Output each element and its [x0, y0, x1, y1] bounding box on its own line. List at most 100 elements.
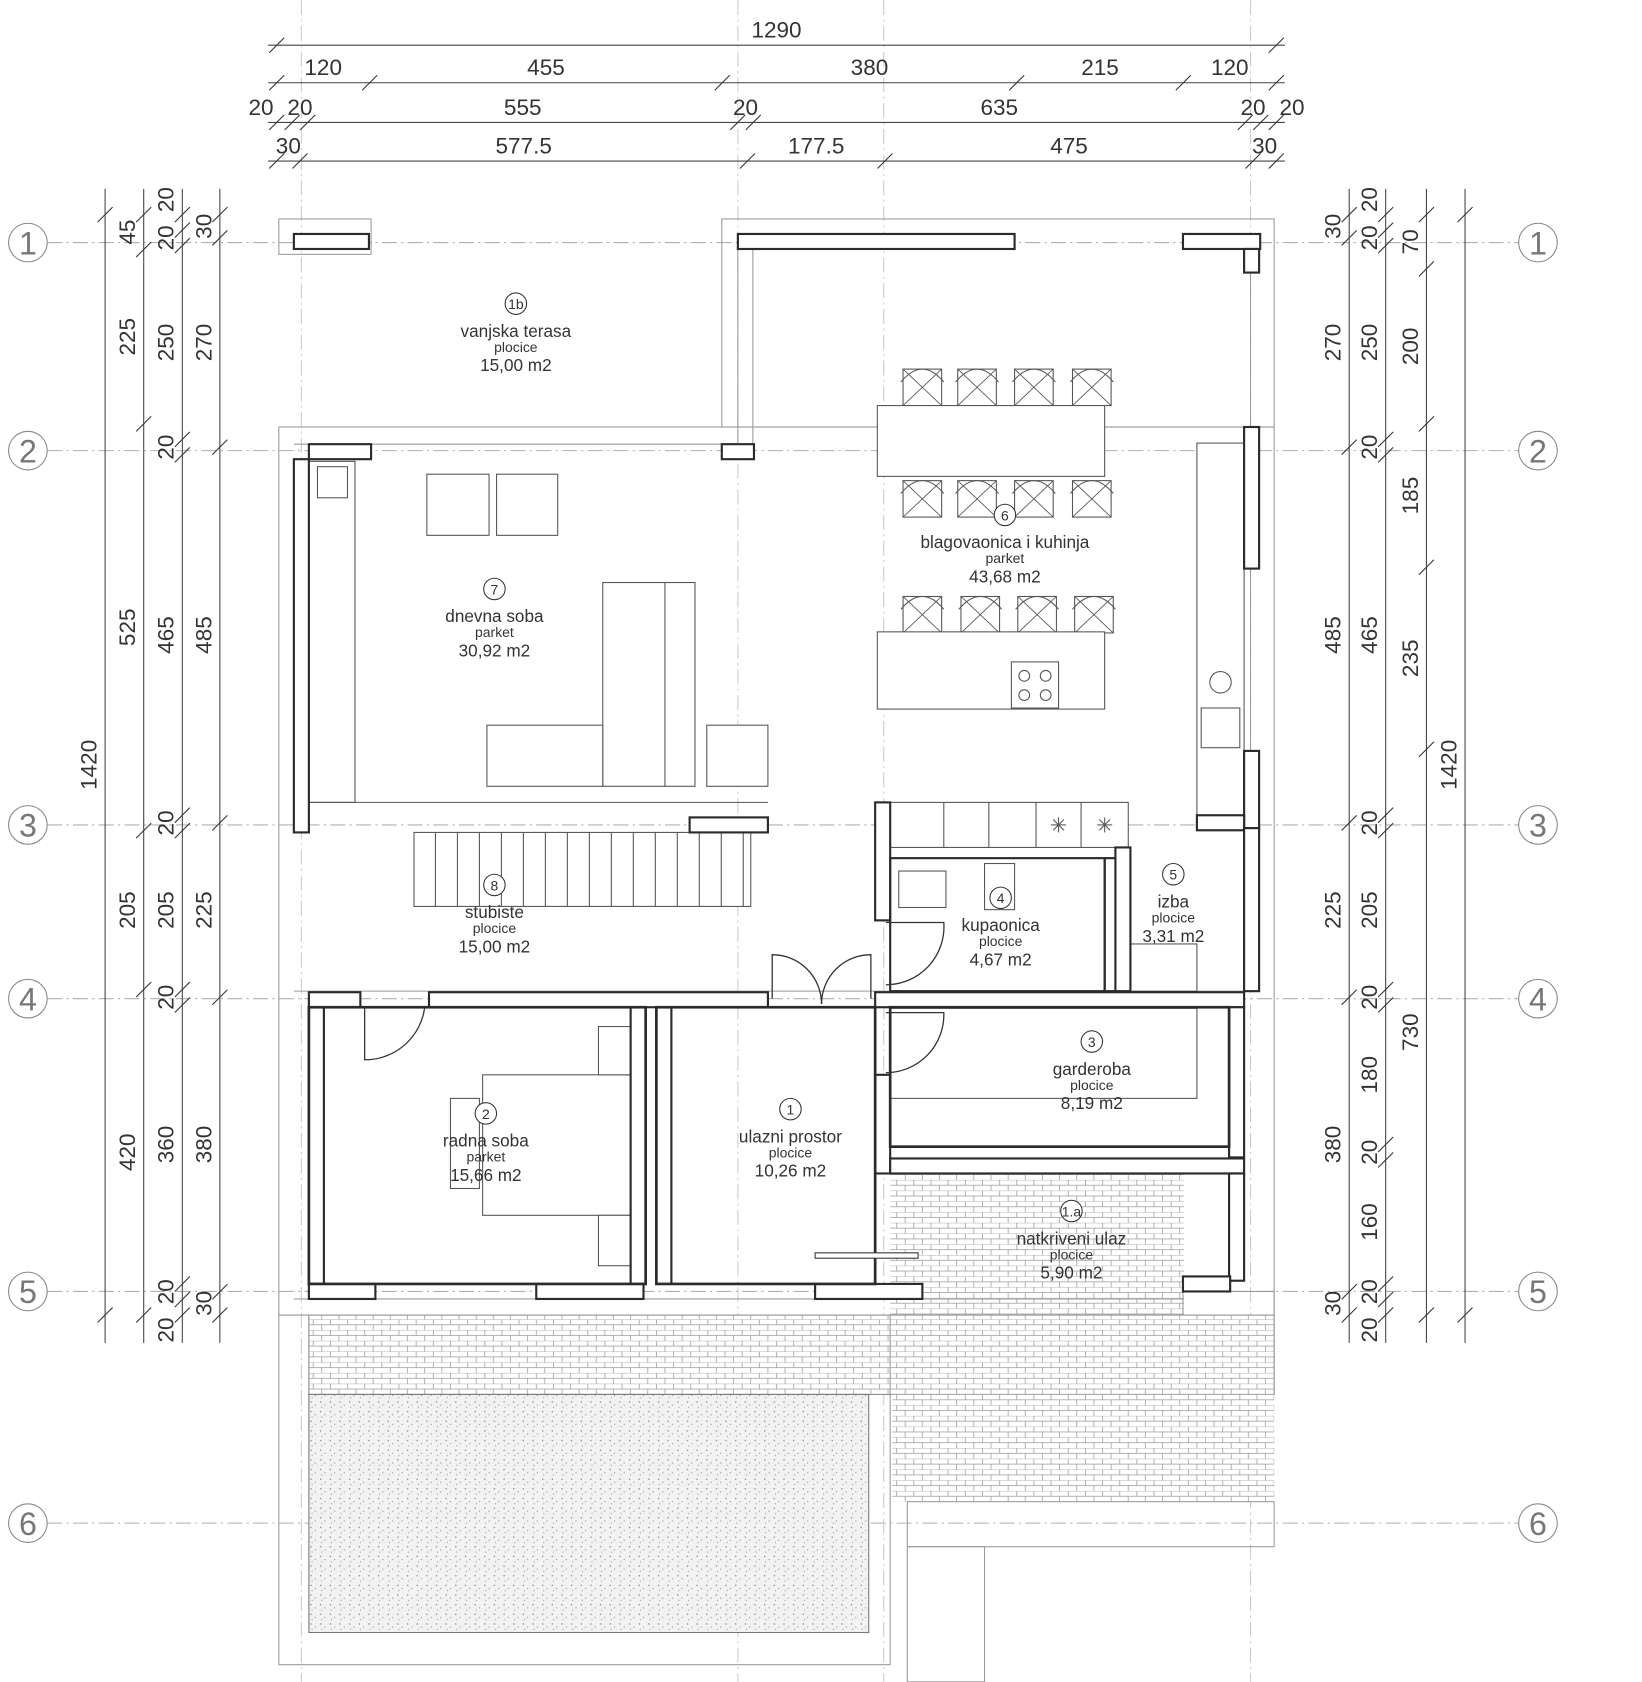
- wall: [629, 1006, 647, 1286]
- ottoman: [706, 724, 769, 787]
- kitchen-island: [876, 631, 1106, 710]
- chair-back: [1015, 595, 1059, 610]
- dimension-label: 20: [1357, 985, 1382, 1010]
- dimension-label: 730: [1398, 1013, 1423, 1051]
- gravel-area: [308, 1393, 870, 1634]
- dimension-label: 250: [1357, 324, 1382, 362]
- grid-bubble-6: [8, 1503, 48, 1543]
- dimension-tick: [1418, 206, 1435, 223]
- dimension-label: 455: [527, 55, 565, 80]
- grid-label-6: 6: [19, 1506, 37, 1542]
- dimension-label: 20: [1357, 225, 1382, 250]
- stairs: [413, 831, 752, 907]
- room-number: 3: [1088, 1034, 1096, 1050]
- room-number: 5: [1169, 867, 1177, 883]
- dimension-label: 30: [191, 1291, 216, 1316]
- chair-back: [900, 480, 945, 494]
- dimension-tick: [1377, 222, 1394, 239]
- dimension-tick: [1377, 1291, 1394, 1308]
- dimension-tick: [739, 153, 756, 169]
- oven: [1200, 707, 1241, 749]
- wall: [292, 458, 310, 834]
- wall: [1228, 1172, 1246, 1282]
- room-name: radna soba: [443, 1131, 529, 1151]
- dimension-tick: [1457, 1307, 1473, 1323]
- dimension-label: 20: [1357, 1279, 1382, 1304]
- dimension-tick: [1008, 74, 1025, 91]
- room-floor: plocice: [1070, 1077, 1114, 1093]
- dimension-label: 20: [154, 810, 179, 835]
- dimension-tick: [174, 1291, 191, 1308]
- dimension-tick: [1418, 415, 1435, 432]
- dimension-tick: [1418, 1307, 1435, 1323]
- dimension-tick: [284, 114, 301, 131]
- dimension-tick: [174, 431, 191, 448]
- room-number-circle: [1162, 862, 1185, 886]
- tv: [316, 466, 349, 499]
- dimension-label: 177.5: [788, 134, 844, 159]
- dimension-label: 20: [1279, 95, 1304, 120]
- wall: [1181, 1275, 1232, 1293]
- dimension-tick: [1341, 989, 1358, 1006]
- dimension-tick: [1245, 153, 1261, 169]
- dimension-label: 465: [1357, 616, 1382, 654]
- dimension-label: 225: [191, 891, 216, 929]
- asterisk-icon: [1052, 819, 1065, 831]
- room-name: kupaonica: [962, 915, 1041, 935]
- dimension-tick: [135, 822, 152, 839]
- room-number-circle: [1080, 1030, 1104, 1053]
- dimension-label: 465: [154, 616, 179, 654]
- room-floor: parket: [466, 1149, 505, 1165]
- door: [771, 954, 823, 1005]
- room-number: 2: [482, 1106, 490, 1122]
- dimension-tick: [211, 230, 228, 246]
- dimension-tick: [1377, 1276, 1394, 1292]
- dimension-label: 485: [191, 616, 216, 654]
- dimension-label: 180: [1357, 1056, 1382, 1094]
- counter: [889, 801, 1129, 848]
- dimension-tick: [1341, 439, 1358, 456]
- chair-back: [900, 595, 945, 610]
- dimension-tick: [211, 439, 228, 456]
- wall: [874, 991, 1246, 1009]
- wall: [688, 816, 769, 834]
- chair-back: [900, 368, 945, 383]
- room-number: 1b: [508, 296, 524, 312]
- paving-areas: [308, 1174, 1275, 1634]
- dimension-label: 30: [191, 214, 216, 239]
- dimension-tick: [1341, 230, 1358, 246]
- dimension-label: 270: [191, 324, 216, 362]
- dimension-tick: [1377, 446, 1394, 463]
- room-number: 1: [787, 1101, 795, 1117]
- wall: [889, 857, 1106, 993]
- dimension-tick: [135, 981, 152, 998]
- wall: [1181, 232, 1262, 251]
- dimension-tick: [211, 206, 228, 223]
- grid-label-3: 3: [19, 808, 37, 844]
- dimension-tick: [1418, 741, 1435, 758]
- room-number-circle: [483, 577, 506, 601]
- dimension-label: 205: [115, 891, 140, 929]
- wall: [292, 232, 371, 251]
- dimension-tick: [97, 206, 113, 223]
- grid-label-2: 2: [1529, 433, 1547, 469]
- room-number: 6: [1001, 507, 1009, 523]
- dimension-label: 555: [504, 95, 542, 120]
- door: [820, 954, 872, 1005]
- room-floor: plocice: [473, 920, 517, 936]
- wall: [307, 991, 362, 1009]
- dimension-label: 380: [851, 55, 889, 80]
- room-area: 15,00 m2: [459, 937, 531, 957]
- room-area: 15,66 m2: [450, 1165, 522, 1185]
- dimension-label: 20: [154, 225, 179, 250]
- room-number-circle: [1060, 1199, 1083, 1223]
- grid-bubble-3: [1518, 805, 1558, 845]
- outline: [906, 1501, 1275, 1548]
- dimension-tick: [174, 1276, 191, 1292]
- room-floor: plocice: [494, 339, 538, 355]
- dimension-label: 20: [733, 95, 758, 120]
- grid-bubble-3: [8, 805, 48, 845]
- dimension-tick: [211, 1283, 228, 1300]
- dimension-label: 20: [154, 187, 179, 212]
- grid-bubble-5: [8, 1271, 48, 1312]
